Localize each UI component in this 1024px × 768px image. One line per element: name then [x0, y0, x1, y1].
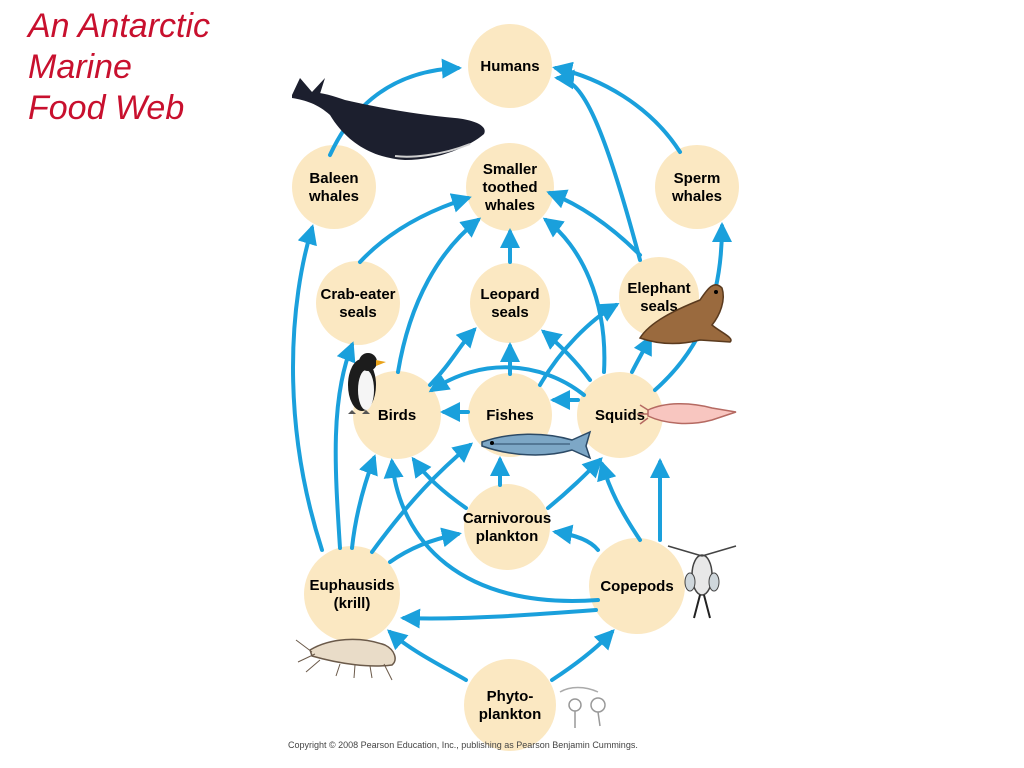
node-label-elephant: seals — [640, 298, 678, 315]
arrow-copepods-to-birds — [383, 458, 600, 603]
arrow-copepods-to-krill — [400, 608, 598, 629]
node-labels: HumansBaleenwhalesSmallertoothedwhalesSp… — [308, 58, 722, 723]
node-circle-sperm — [655, 145, 739, 229]
node-label-sperm: Sperm — [674, 170, 721, 187]
title-line: Marine — [28, 48, 132, 86]
node-label-toothed: whales — [484, 197, 535, 214]
node-circle-toothed — [466, 143, 554, 231]
diagram-title: An Antarctic Marine Food Web — [28, 6, 210, 129]
node-label-crabeater: Crab-eater — [320, 286, 395, 303]
krill-icon — [295, 638, 396, 681]
arrow-copepods-to-carnivorous — [552, 524, 600, 552]
node-label-humans: Humans — [480, 58, 539, 75]
whale-icon — [292, 78, 485, 160]
copepod-icon — [667, 545, 737, 619]
node-label-leopard: seals — [491, 304, 529, 321]
arrow-squids-to-elephant — [630, 334, 652, 374]
penguin-icon — [348, 353, 386, 414]
arrow-elephant-to-humans — [554, 69, 642, 262]
node-circle-baleen — [292, 145, 376, 229]
arrow-carnivorous-to-squids — [546, 457, 603, 510]
arrow-squids-to-leopard — [540, 329, 592, 382]
node-circle-leopard — [470, 263, 550, 343]
arrow-krill-to-birds — [350, 454, 378, 550]
arrow-copepods-to-squids — [597, 460, 642, 542]
arrow-elephant-to-toothed — [546, 189, 642, 257]
copyright-notice: Copyright © 2008 Pearson Education, Inc.… — [288, 740, 638, 750]
arrow-birds-to-toothed — [396, 217, 482, 374]
node-circle-phyto — [464, 659, 556, 751]
node-label-baleen: Baleen — [309, 170, 358, 187]
node-label-euphausids: (krill) — [334, 595, 371, 612]
node-label-carnivorous: plankton — [476, 528, 539, 545]
node-label-crabeater: seals — [339, 304, 377, 321]
arrow-crabeater-to-toothed — [358, 193, 472, 264]
node-circle-squids — [577, 372, 663, 458]
node-label-euphausids: Euphausids — [309, 577, 394, 594]
node-label-leopard: Leopard — [480, 286, 539, 303]
node-label-phyto: Phyto- — [487, 688, 534, 705]
node-circle-euphausids — [304, 546, 400, 642]
node-label-phyto: plankton — [479, 706, 542, 723]
arrow-carnivorous-to-birds — [411, 456, 468, 510]
arrow-squids-to-toothed — [542, 217, 607, 374]
node-circle-carnivorous — [464, 484, 550, 570]
node-label-fishes: Fishes — [486, 407, 534, 424]
title-line: Food Web — [28, 89, 185, 127]
arrow-squids-to-birds — [428, 365, 586, 397]
arrow-phyto-to-copepods — [550, 629, 615, 682]
squid-icon — [638, 402, 737, 425]
arrow-phyto-to-krill — [387, 629, 468, 682]
arrow-krill-to-crabeater — [333, 341, 356, 550]
node-label-toothed: toothed — [483, 179, 538, 196]
node-circles — [292, 24, 739, 751]
node-circle-crabeater — [316, 261, 400, 345]
arrow-sperm-to-humans — [552, 61, 682, 154]
elephant-seal-icon — [638, 284, 732, 345]
node-label-elephant: Elephant — [627, 280, 690, 297]
node-label-squids: Squids — [595, 407, 645, 424]
node-label-sperm: whales — [671, 188, 722, 205]
node-label-birds: Birds — [378, 407, 416, 424]
feeding-arrows — [291, 58, 732, 682]
title-line: An Antarctic — [28, 7, 211, 45]
node-circle-humans — [468, 24, 552, 108]
node-label-toothed: Smaller — [483, 161, 537, 178]
node-label-copepods: Copepods — [600, 578, 673, 595]
fish-icon — [481, 430, 592, 460]
arrow-krill-to-fishes — [370, 442, 474, 554]
node-label-carnivorous: Carnivorous — [463, 510, 551, 527]
arrow-krill-to-baleen — [291, 224, 324, 552]
node-circle-copepods — [589, 538, 685, 634]
phytoplankton-icon — [559, 686, 606, 728]
arrow-krill-to-carnivorous — [388, 527, 462, 564]
arrow-baleen-to-humans — [328, 58, 462, 157]
node-label-baleen: whales — [308, 188, 359, 205]
